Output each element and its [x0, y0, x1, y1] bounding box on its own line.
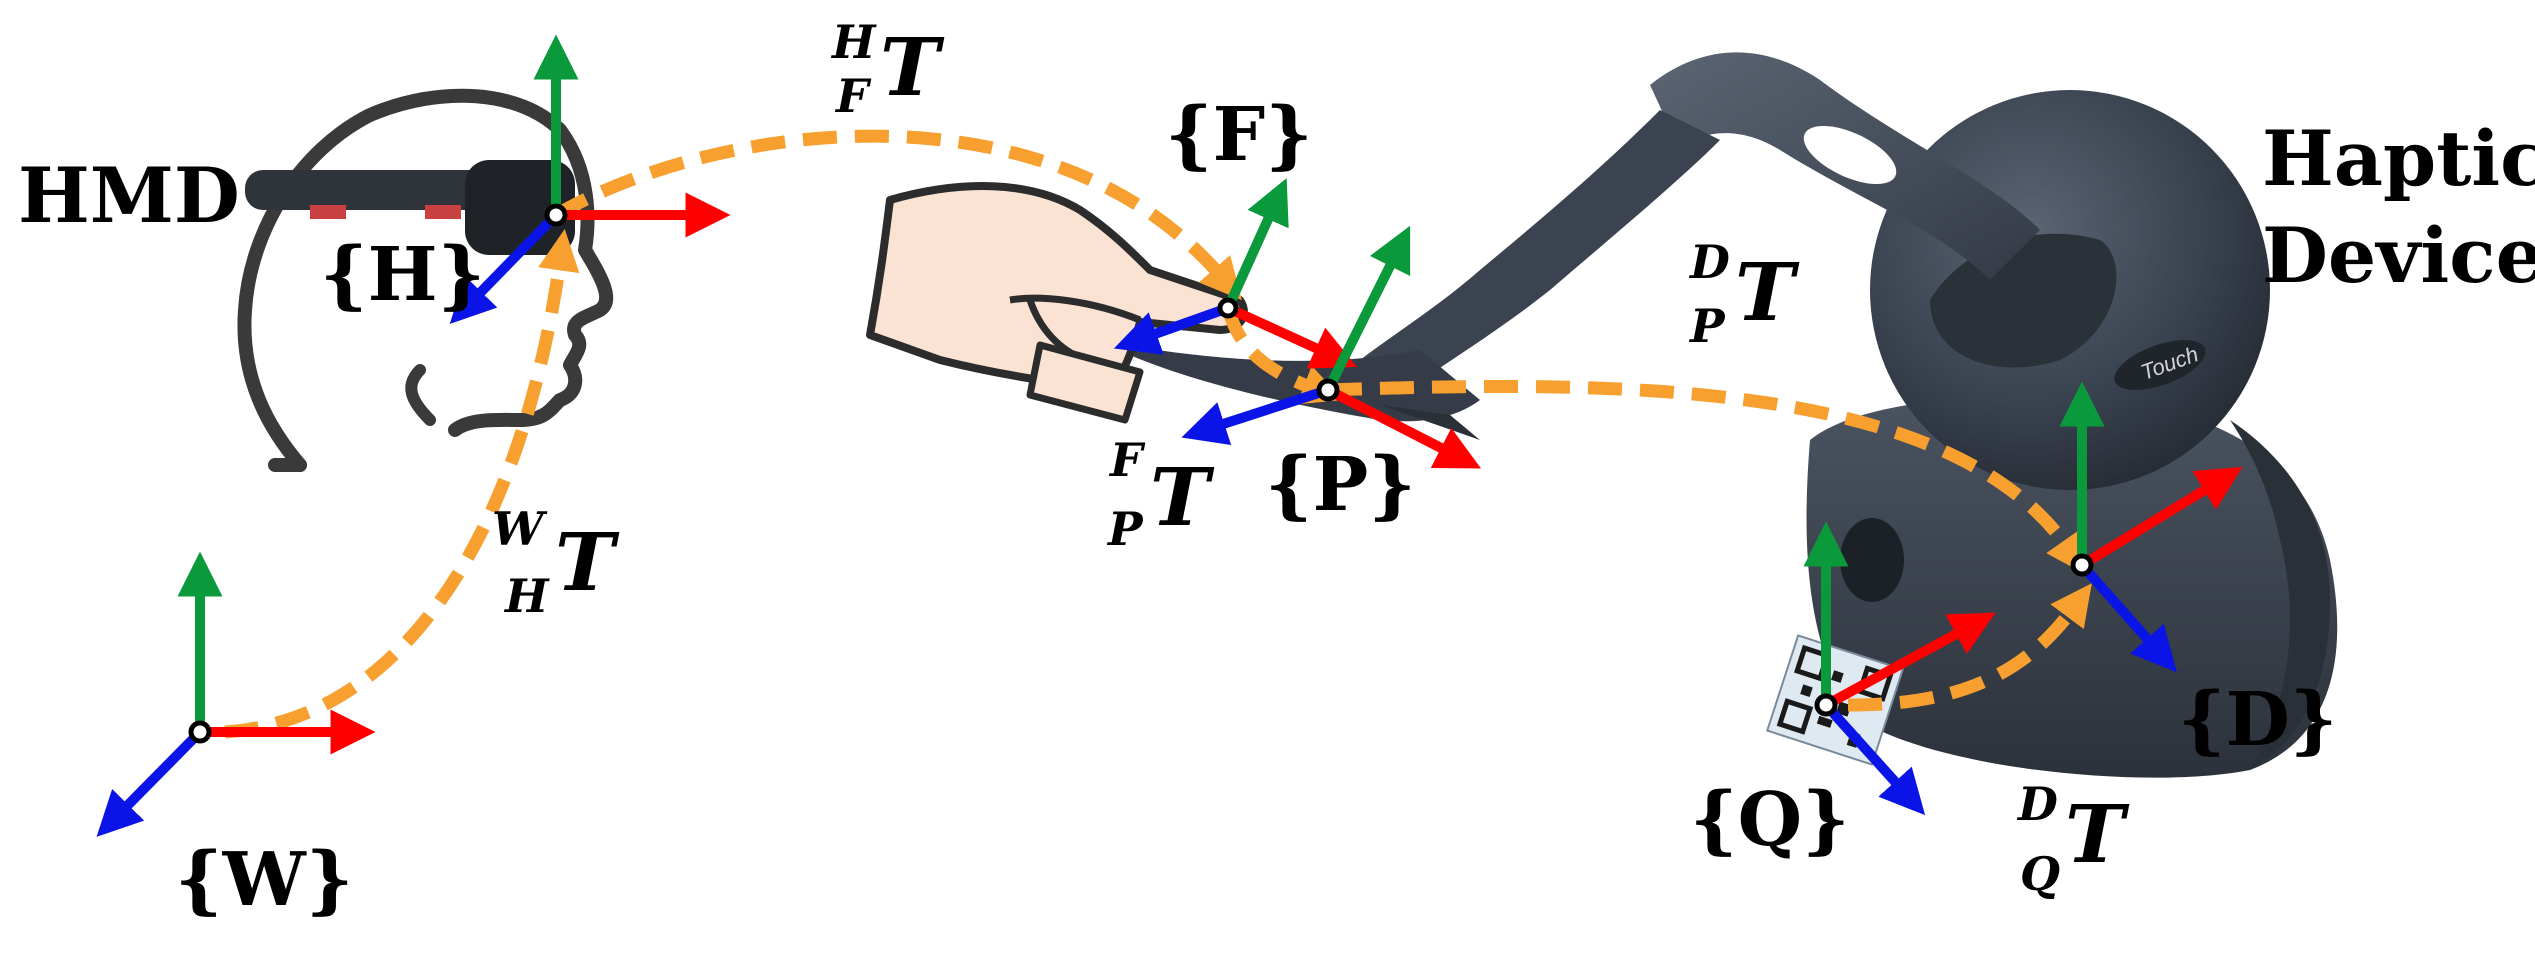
frame-D-axes — [2059, 381, 2243, 673]
frame-W-axes — [96, 551, 376, 837]
device-stylus — [1100, 340, 1480, 422]
frame-H-axes — [449, 34, 731, 324]
path-H-to-F — [552, 129, 1242, 301]
frame-D-z-axis — [2078, 561, 2177, 673]
device-arm-hole — [1803, 125, 1897, 185]
frame-F-y-axis — [1223, 178, 1289, 311]
transform-D-Q-main: T — [2065, 787, 2130, 881]
frame-D-origin — [2070, 553, 2094, 577]
transform-H-F-sup: H — [830, 15, 877, 69]
frame-P-x-axis — [1325, 385, 1482, 469]
frame-F-z-axis — [1113, 303, 1230, 355]
transform-label-D-Q: D Q T — [2016, 777, 2130, 901]
transform-label-F-P: F P T — [1106, 433, 1215, 556]
hmd-red-light-2 — [425, 205, 461, 219]
transform-W-H-sup: W — [492, 502, 548, 556]
transform-D-P-sub: P — [1688, 299, 1726, 353]
frame-Q-origin — [1814, 693, 1838, 717]
hand-illustration — [866, 182, 1248, 424]
frame-P-y-axis — [1323, 225, 1411, 393]
transform-label-W-H: W H T — [492, 502, 620, 623]
transform-paths — [224, 129, 2092, 739]
transform-H-F-sub: F — [834, 69, 872, 123]
transform-D-P-main: T — [1735, 245, 1800, 339]
haptic-device-label-line2: Device — [2262, 211, 2535, 300]
device-brand-plate — [2114, 340, 2206, 390]
frame-P-z-axis — [1181, 385, 1330, 446]
transform-label-H-F: H F T — [830, 15, 945, 123]
frame-F-label: {F} — [1165, 92, 1313, 178]
frame-F-origin — [1217, 297, 1239, 319]
frame-W-z-axis — [96, 728, 204, 837]
device-base-side — [2230, 420, 2330, 770]
frame-F-axes — [1113, 178, 1357, 369]
frame-H-label: {H} — [320, 232, 485, 318]
frame-D-x-axis — [2079, 466, 2243, 570]
transform-H-F-main: T — [880, 20, 945, 114]
frame-W-label: {W} — [175, 837, 353, 923]
transform-F-P-sup: F — [1108, 433, 1146, 487]
frame-P-label: {P} — [1265, 442, 1416, 528]
transform-label-D-P: D P T — [1688, 235, 1800, 353]
device-port — [1840, 518, 1904, 602]
frame-Q-x-axis — [1823, 612, 1996, 710]
transform-W-H-main: T — [555, 515, 620, 609]
frame-D-label: {D} — [2178, 677, 2337, 763]
frame-Q-label: {Q} — [1690, 777, 1850, 863]
neck-front — [405, 364, 436, 426]
head-outline — [237, 88, 614, 472]
transform-D-Q-sup: D — [2016, 777, 2058, 831]
path-P-to-D — [1327, 379, 2088, 576]
frame-H-z-axis — [449, 211, 560, 324]
frame-P-axes — [1181, 225, 1482, 469]
frame-W-origin — [188, 720, 212, 744]
frame-Q-z-axis — [1822, 701, 1926, 816]
transform-F-P-main: T — [1150, 450, 1215, 544]
device-arm-lower — [1360, 110, 1720, 395]
path-Q-to-D — [1847, 583, 2092, 712]
frame-H-origin — [544, 203, 568, 227]
frame-P-origin — [1316, 378, 1340, 402]
hmd-red-light — [310, 205, 346, 219]
transform-D-P-sup: D — [1688, 235, 1730, 289]
path-W-to-H — [224, 229, 580, 739]
frame-Q-axes — [1803, 521, 1996, 816]
transform-F-P-sub: P — [1106, 502, 1144, 556]
haptic-device-label-line1: Haptic — [2262, 114, 2535, 203]
frame-F-x-axis — [1225, 303, 1357, 369]
hand-lower-finger — [1026, 341, 1144, 424]
path-F-to-P — [1221, 306, 1344, 405]
transform-D-Q-sub: Q — [2020, 847, 2060, 901]
hmd-label: HMD — [18, 151, 240, 240]
transform-W-H-sub: H — [503, 569, 550, 623]
